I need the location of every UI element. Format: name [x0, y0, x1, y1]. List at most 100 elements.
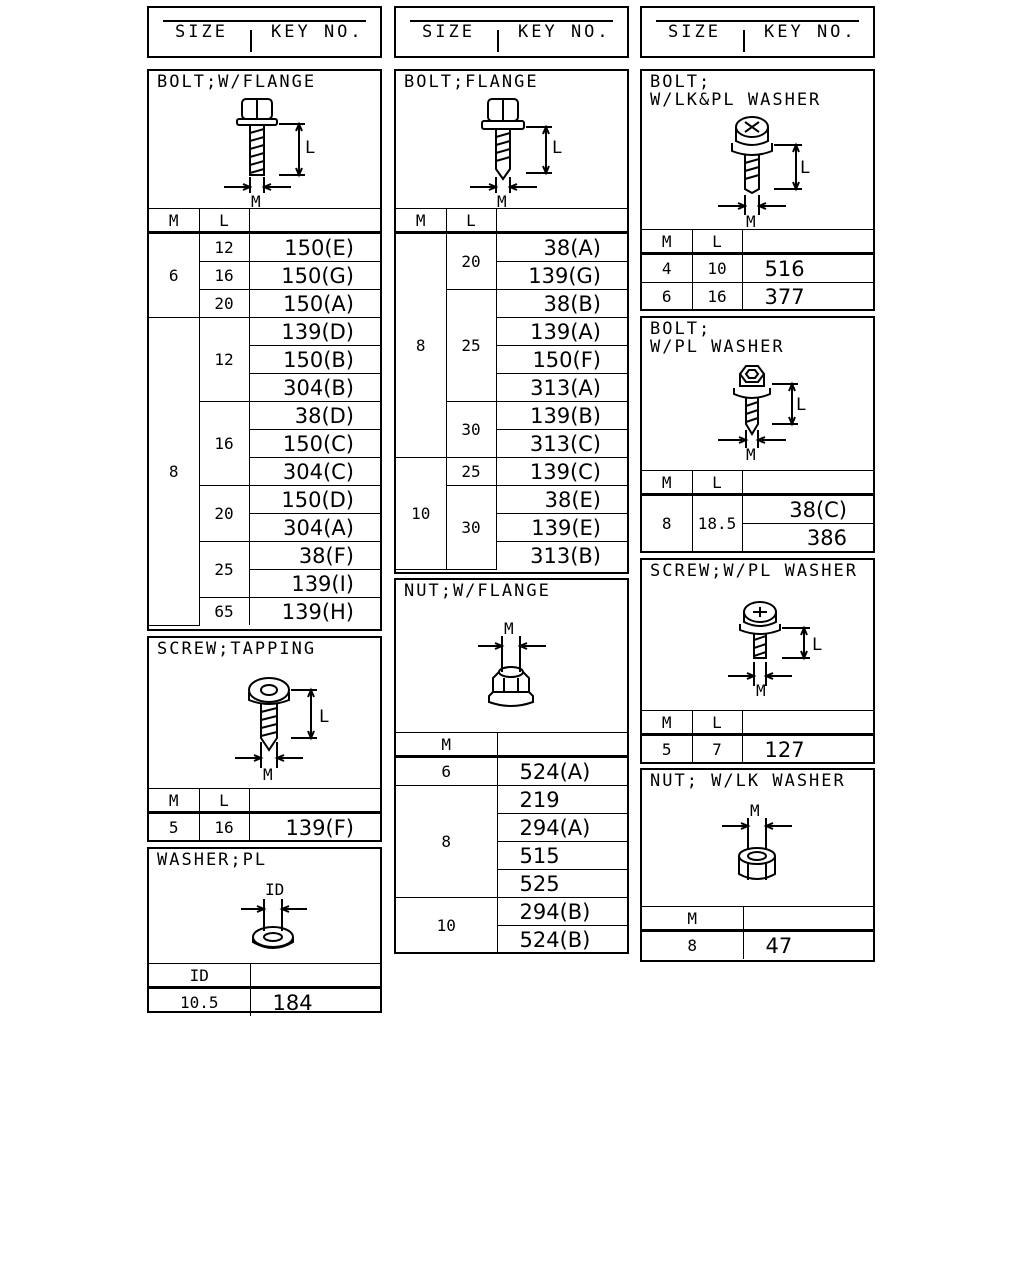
key-number-cell: 516	[741, 253, 873, 283]
key-number-cell: 150(G)	[248, 261, 380, 290]
key-number-cell: 304(C)	[249, 457, 380, 486]
column-header: M	[642, 710, 693, 736]
size-m-cell: 5	[642, 734, 693, 763]
legend-size-key-2: SIZE KEY NO.	[394, 6, 629, 58]
panel-title: NUT; W/LK WASHER	[650, 771, 846, 791]
table-row: 139(I)	[149, 569, 380, 598]
key-number-cell: 150(C)	[249, 429, 380, 458]
size-m-cell: 5	[149, 812, 200, 841]
table-row: 313(B)	[396, 541, 627, 569]
column-header	[249, 963, 380, 989]
legend-key-label: KEY NO.	[518, 22, 611, 42]
key-number-cell: 524(B)	[497, 925, 627, 953]
size-cell: 8	[642, 930, 744, 959]
key-number-cell: 139(F)	[248, 812, 380, 841]
fig-m-label: M	[750, 801, 760, 820]
column-header: L	[691, 229, 743, 255]
column-header	[496, 732, 627, 758]
key-number-cell: 313(B)	[496, 541, 627, 569]
table-header-row: M	[396, 732, 627, 758]
table-row: 386	[642, 523, 873, 551]
legend-size-label: SIZE	[175, 22, 228, 42]
column-header: L	[445, 208, 497, 234]
legend-size-label: SIZE	[668, 22, 721, 42]
key-number-cell: 139(B)	[495, 401, 627, 430]
size-m-cell: 8	[149, 317, 200, 626]
column-header: L	[198, 788, 250, 814]
size-m-cell: 4	[642, 253, 693, 283]
key-number-cell: 127	[741, 734, 873, 763]
key-number-cell: 313(A)	[496, 373, 627, 402]
column-header: L	[691, 470, 743, 496]
fig-l-label: L	[552, 138, 562, 158]
key-number-cell: 150(E)	[248, 232, 380, 262]
fig-l-label: L	[305, 138, 315, 158]
key-number-cell: 47	[742, 930, 873, 959]
size-cell: 6	[396, 756, 498, 786]
panel-title: SCREW;TAPPING	[157, 639, 317, 659]
table-row: 304(A)	[149, 513, 380, 542]
size-l-cell: 30	[446, 401, 497, 458]
column-header	[741, 710, 873, 736]
table-row: 150(B)	[149, 345, 380, 374]
column-header	[248, 208, 380, 234]
fig-l-label: L	[319, 707, 329, 727]
table-header-row: M	[642, 906, 873, 932]
column-header	[248, 788, 380, 814]
table-row: 139(A)	[396, 317, 627, 346]
column-header: M	[149, 788, 200, 814]
table-row: 304(C)	[149, 457, 380, 486]
fig-m-label: M	[504, 619, 514, 638]
key-number-cell: 377	[741, 282, 873, 310]
key-number-cell: 139(C)	[495, 457, 627, 486]
table-row: 515	[396, 841, 627, 870]
key-number-cell: 38(C)	[741, 494, 873, 524]
size-m-cell: 6	[642, 282, 693, 310]
flange-nut-figure: M	[478, 619, 546, 707]
size-cell: 10.5	[149, 987, 251, 1016]
key-number-cell: 38(E)	[495, 485, 627, 514]
legend-key-label: KEY NO.	[764, 22, 857, 42]
legend-key-label: KEY NO.	[271, 22, 364, 42]
legend-size-key-1: SIZE KEY NO.	[147, 6, 382, 58]
plain-washer-figure: ID	[241, 880, 307, 949]
key-number-cell: 515	[497, 841, 627, 870]
fig-m-label: M	[497, 192, 507, 211]
key-number-cell: 184	[249, 987, 380, 1016]
size-l-cell: 30	[446, 485, 497, 570]
size-cell: 10	[396, 897, 498, 954]
size-l-cell: 18.5	[691, 494, 743, 552]
table-row: 525	[396, 869, 627, 898]
key-number-cell: 139(E)	[496, 513, 627, 542]
size-l-cell: 65	[199, 597, 250, 625]
panel-title: BOLT; W/LK&PL WASHER	[650, 72, 822, 110]
